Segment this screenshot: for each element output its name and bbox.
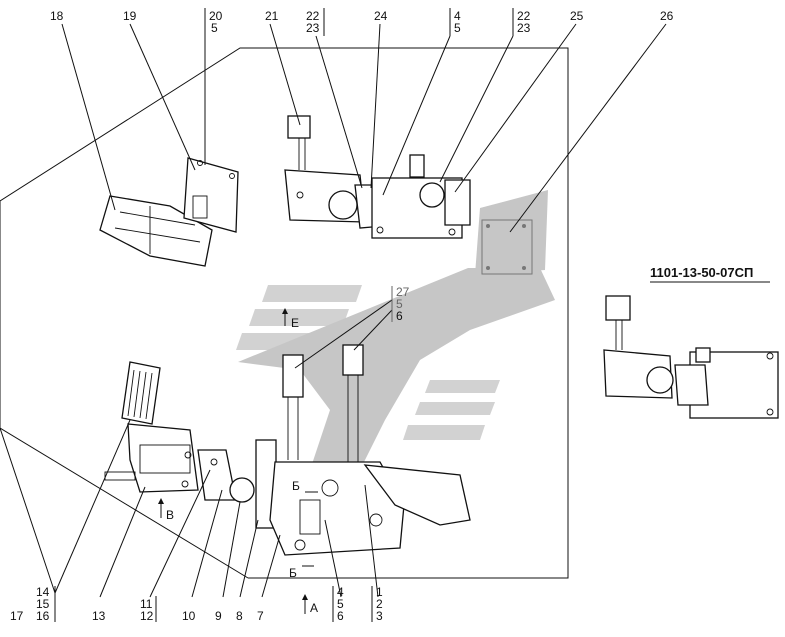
leader-lines (0, 23, 667, 598)
callout-7: 7 (257, 609, 264, 623)
callout-24: 24 (374, 9, 388, 23)
view-marker-a: А (310, 601, 318, 615)
callout-mid-6: 6 (396, 309, 403, 323)
callout-18: 18 (50, 9, 64, 23)
callouts-bottom: 14 15 16 17 13 11 12 10 9 8 7 4 5 6 1 2 … (10, 585, 383, 623)
callout-1: 1 (376, 585, 383, 599)
callout-26: 26 (660, 9, 674, 23)
callout-11: 11 (140, 597, 153, 611)
callout-16: 16 (36, 609, 50, 623)
part-19-panel (183, 157, 239, 233)
callout-5b: 5 (337, 597, 344, 611)
callout-4b: 4 (337, 585, 344, 599)
pedal (104, 361, 199, 493)
callout-mid: 27 5 6 (391, 285, 410, 323)
callout-22a-sub: 23 (306, 21, 320, 35)
callout-17: 17 (10, 609, 24, 623)
callout-3: 3 (376, 609, 383, 623)
callout-13: 13 (92, 609, 106, 623)
frame-lines (0, 47, 569, 579)
watermark-logo (236, 190, 555, 470)
callout-10: 10 (182, 609, 196, 623)
callout-20: 20 (209, 9, 223, 23)
callout-mid-5: 5 (396, 297, 403, 311)
callout-25: 25 (570, 9, 584, 23)
callout-21: 21 (265, 9, 279, 23)
part-18-plate (99, 195, 213, 267)
callout-20-sub: 5 (211, 21, 218, 35)
upper-assembly (284, 115, 471, 239)
callout-14: 14 (36, 585, 50, 599)
callouts-top: 18 19 20 5 21 22 23 24 4 5 22 23 25 26 (50, 8, 674, 36)
view-marker-b-top: Б (292, 479, 300, 493)
callout-8: 8 (236, 609, 243, 623)
callout-4a-sub: 5 (454, 21, 461, 35)
callout-19: 19 (123, 9, 137, 23)
callout-15: 15 (36, 597, 50, 611)
callout-6b: 6 (337, 609, 344, 623)
callout-22b: 22 (517, 9, 531, 23)
reference-assembly (603, 295, 779, 419)
view-marker-b-bottom: Б (289, 566, 297, 580)
callout-4a: 4 (454, 9, 461, 23)
document-code-block: 1101-13-50-07СП (650, 265, 770, 283)
view-markers: Е В А Б Б (158, 308, 318, 615)
callout-12: 12 (140, 609, 154, 623)
callout-mid-27: 27 (396, 285, 410, 299)
callout-9: 9 (215, 609, 222, 623)
view-marker-v: В (166, 508, 174, 522)
callout-2: 2 (376, 597, 383, 611)
callout-22a: 22 (306, 9, 320, 23)
document-code: 1101-13-50-07СП (650, 265, 753, 280)
view-marker-e: Е (291, 316, 299, 330)
callout-22b-sub: 23 (517, 21, 531, 35)
part-26-plate (481, 219, 533, 275)
